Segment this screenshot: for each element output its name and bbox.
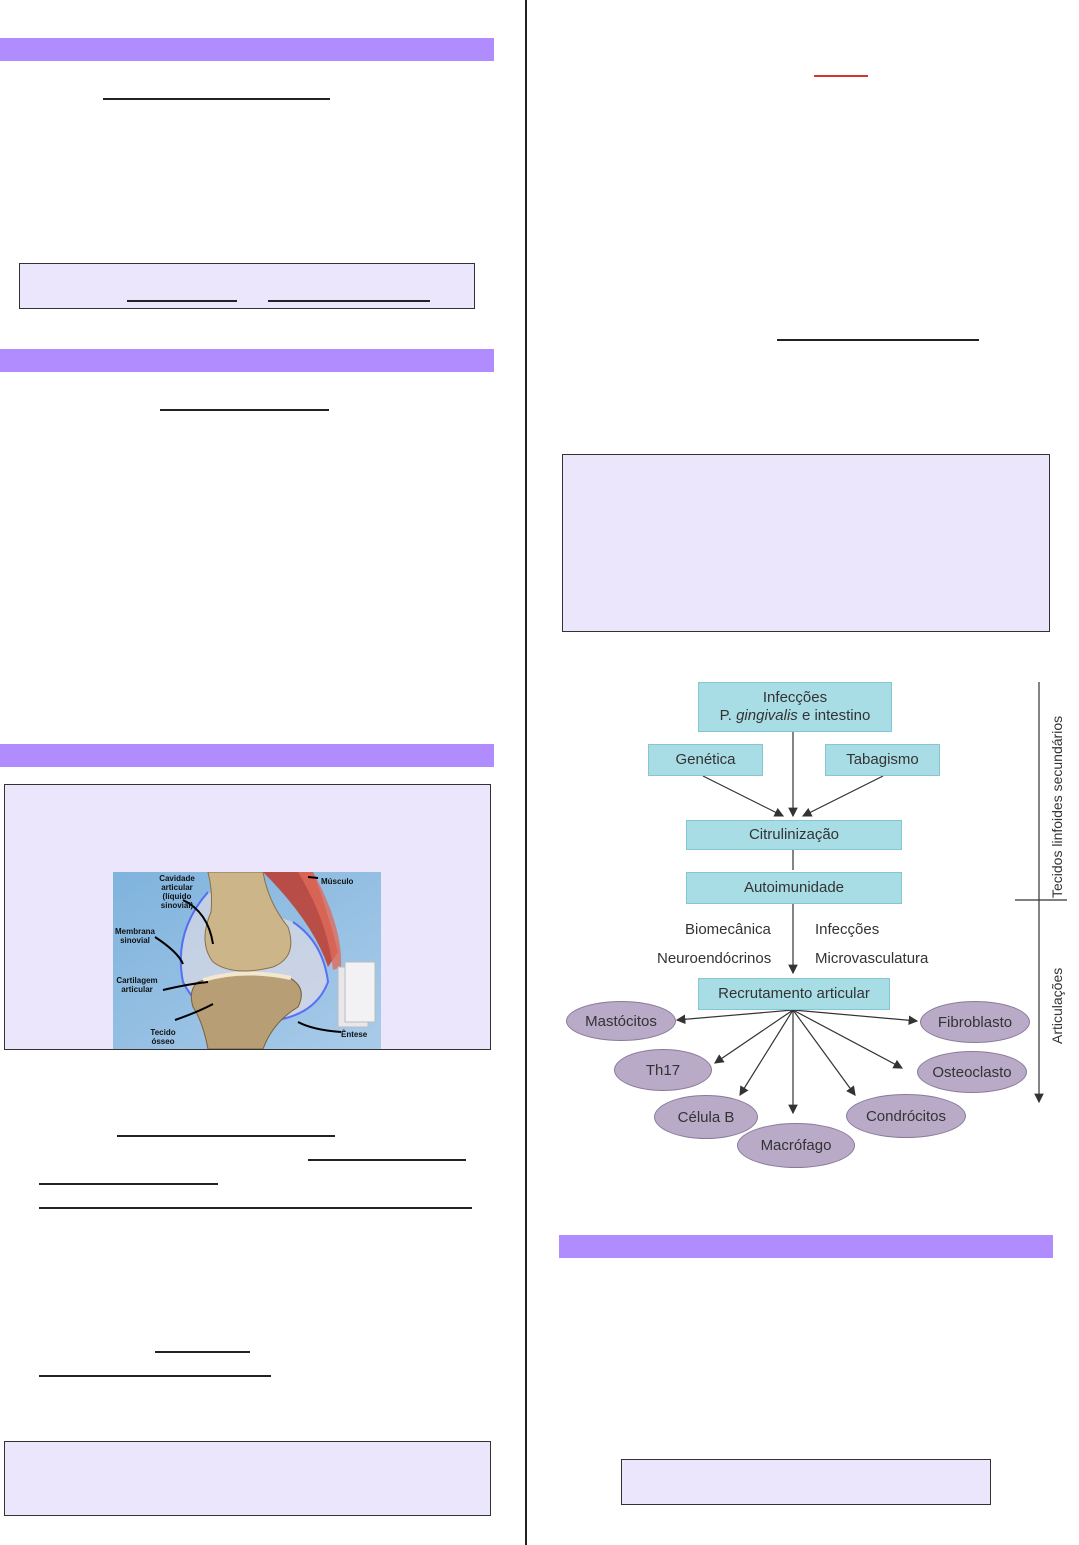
underline-7 (39, 1183, 218, 1185)
underline-10 (39, 1375, 271, 1377)
node-infeccoes-line1: Infecções (762, 689, 828, 706)
joint-anatomy-image: Cavidade articular (líquido sinovial) Mú… (113, 871, 381, 1050)
underline-5 (117, 1135, 335, 1137)
underline-4 (160, 409, 329, 411)
underline-8 (39, 1207, 472, 1209)
label-cartilagem: Cartilagem articular (116, 976, 158, 994)
node-infeccoes-line2: P. gingivalis e intestino (720, 707, 871, 725)
node-tabagismo: Tabagismo (825, 744, 940, 776)
label-membrana: Membrana sinovial (114, 927, 155, 945)
highlight-box-3 (562, 454, 1050, 632)
label-musculo: Músculo (321, 877, 354, 886)
node-citrulinizacao: Citrulinização (686, 820, 902, 850)
axis-label-tecidos: Tecidos linfoides secundários (1049, 715, 1065, 898)
factor-biomecanica: Biomecânica (685, 921, 771, 938)
underline-11 (777, 339, 979, 341)
underline-2 (127, 300, 237, 302)
diagram-connectors (675, 682, 1067, 1115)
label-tecido: Tecido ósseo (150, 1028, 176, 1046)
node-autoimunidade: Autoimunidade (686, 872, 902, 904)
red-underline (814, 75, 868, 77)
node-infeccoes: Infecções P. gingivalis e intestino (698, 682, 892, 732)
highlight-box-2 (4, 1441, 491, 1516)
factor-neuroendocrinos: Neuroendócrinos (657, 950, 772, 967)
section-header-bar-3 (0, 744, 494, 767)
node-infeccoes-suffix: e intestino (797, 707, 871, 724)
node-infeccoes-prefix: P. (719, 707, 737, 724)
cell-mastocitos: Mastócitos (566, 1001, 676, 1041)
cell-th17: Th17 (614, 1049, 712, 1091)
cell-condrocitos: Condrócitos (846, 1094, 966, 1138)
section-header-bar-4 (559, 1235, 1053, 1258)
highlight-box-4 (621, 1459, 991, 1505)
cell-osteoclasto: Osteoclasto (917, 1051, 1027, 1093)
underline-3 (268, 300, 430, 302)
label-cavidade: Cavidade articular (líquido sinovial) (159, 874, 195, 910)
column-divider (525, 0, 527, 1545)
factor-infeccoes: Infecções (815, 921, 880, 938)
section-header-bar-1 (0, 38, 494, 61)
cell-fibroblasto: Fibroblasto (920, 1001, 1030, 1043)
cell-macrofago: Macrófago (737, 1123, 855, 1168)
label-entese: Êntese (341, 1030, 368, 1039)
node-recrutamento: Recrutamento articular (698, 978, 890, 1010)
underline-6 (308, 1159, 466, 1161)
underline-9 (155, 1351, 250, 1353)
highlight-box-1 (19, 263, 475, 309)
cell-celula-b: Célula B (654, 1095, 758, 1139)
joint-illustration (113, 871, 381, 1050)
factor-microvasculatura: Microvasculatura (815, 950, 929, 967)
section-header-bar-2 (0, 349, 494, 372)
underline-1 (103, 98, 330, 100)
node-genetica: Genética (648, 744, 763, 776)
node-infeccoes-italic: gingivalis (736, 707, 798, 724)
axis-label-articulacoes: Articulações (1049, 967, 1065, 1044)
